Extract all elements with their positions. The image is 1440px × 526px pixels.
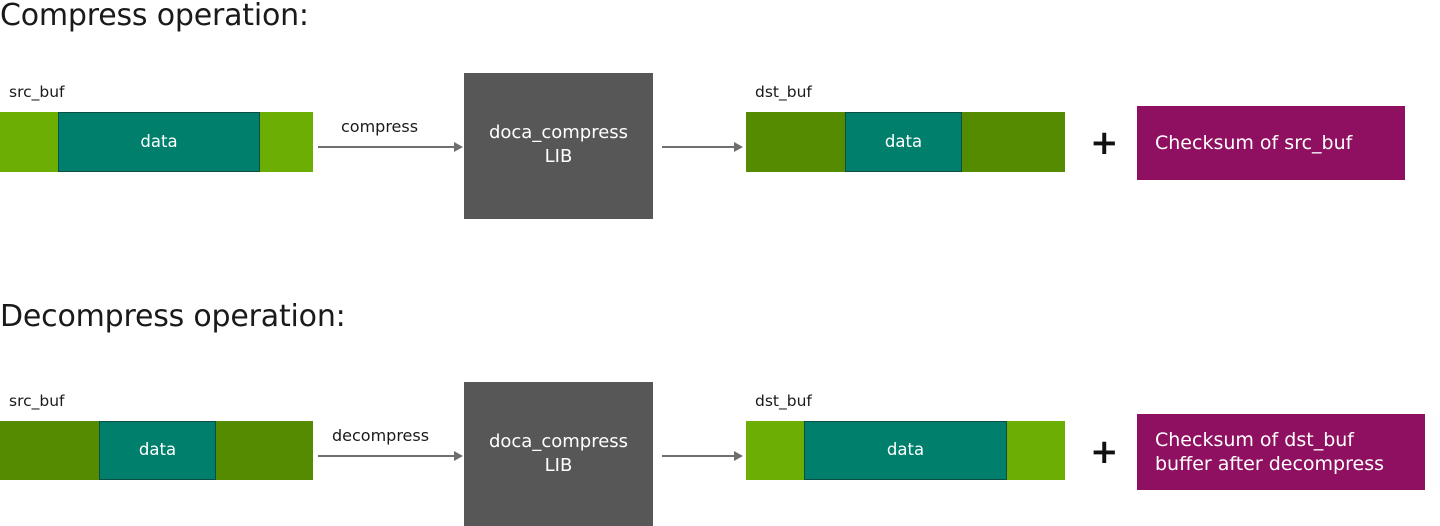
- compress-src-data-block: data: [58, 112, 260, 172]
- compress-out-arrow-line: [662, 146, 734, 148]
- decompress-lib-line2: LIB: [544, 454, 573, 476]
- compress-plus-sign: +: [1090, 123, 1119, 163]
- compress-dst-buf-label: dst_buf: [755, 83, 812, 101]
- compress-lib-line2: LIB: [544, 145, 573, 167]
- compress-checksum-box: Checksum of src_buf: [1137, 106, 1405, 180]
- compress-arrow-head-icon: [454, 141, 463, 152]
- compress-src-buf-label: src_buf: [9, 83, 65, 101]
- decompress-src-data-block: data: [99, 421, 216, 480]
- decompress-arrow-head-icon: [454, 450, 463, 461]
- decompress-dst-buf-label: dst_buf: [755, 392, 812, 410]
- decompress-plus-sign: +: [1090, 432, 1119, 472]
- compress-arrow-line: [318, 146, 454, 148]
- decompress-src-buf-label: src_buf: [9, 392, 65, 410]
- decompress-out-arrow-line: [662, 455, 734, 457]
- decompress-checksum-label: Checksum of dst_buf buffer after decompr…: [1155, 428, 1384, 475]
- decompress-dst-data-block: data: [804, 421, 1007, 480]
- decompress-section-title: Decompress operation:: [0, 299, 346, 334]
- decompress-arrow-line: [318, 455, 454, 457]
- compress-checksum-label: Checksum of src_buf: [1155, 131, 1353, 154]
- decompress-out-arrow-head-icon: [734, 450, 743, 461]
- compress-dst-data-block: data: [845, 112, 962, 172]
- decompress-src-data-label: data: [138, 440, 177, 460]
- compress-section-title: Compress operation:: [0, 0, 309, 33]
- decompress-dst-data-label: data: [886, 440, 925, 460]
- compress-dst-data-label: data: [884, 131, 923, 151]
- compress-lib-line1: doca_compress: [488, 122, 629, 143]
- decompress-arrow-label: decompress: [332, 426, 430, 445]
- compress-arrow-label: compress: [341, 117, 419, 136]
- decompress-lib-line1: doca_compress: [488, 431, 629, 452]
- decompress-checksum-box: Checksum of dst_buf buffer after decompr…: [1137, 414, 1425, 490]
- compress-out-arrow-head-icon: [734, 141, 743, 152]
- compress-src-data-label: data: [140, 131, 178, 151]
